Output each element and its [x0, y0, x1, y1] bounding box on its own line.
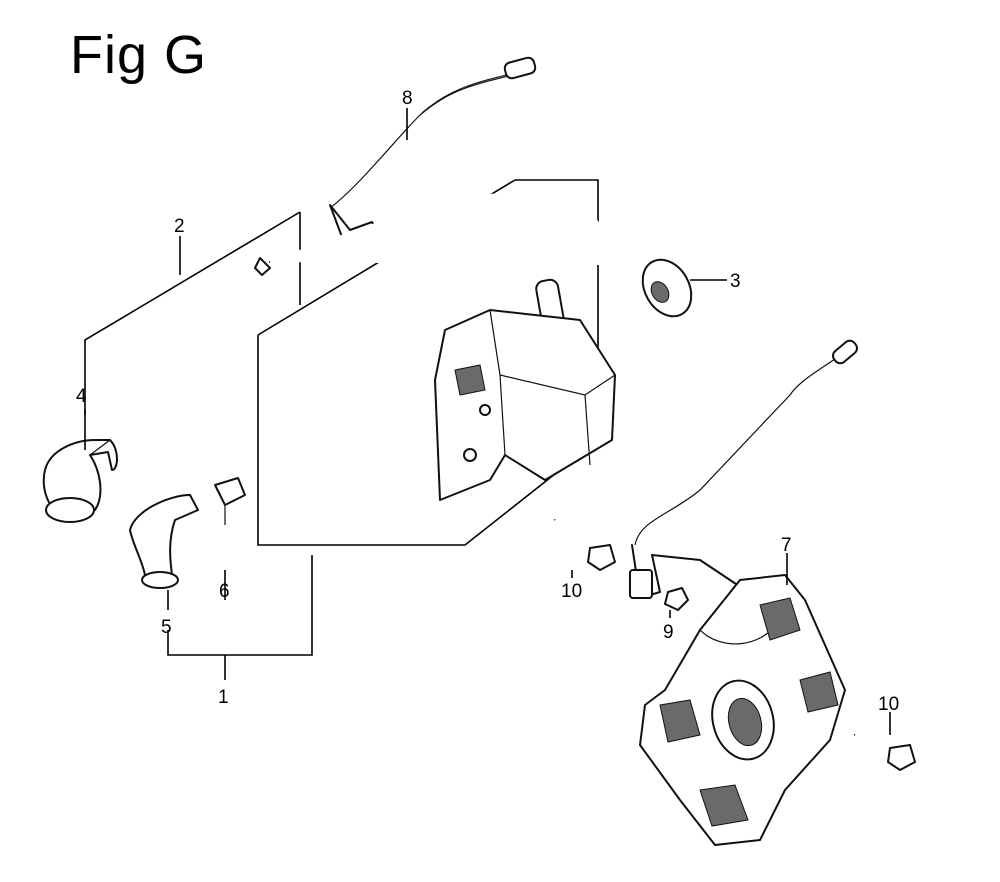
part-10-bolt-lower	[854, 712, 916, 771]
part-9-screw	[664, 587, 689, 618]
callout-10-lower: 10	[878, 694, 899, 715]
callout-5: 5	[161, 617, 172, 638]
figure-title: Fig G	[70, 25, 208, 85]
callout-6: 6	[219, 581, 230, 602]
callout-9: 9	[663, 622, 674, 643]
callout-2: 2	[174, 216, 185, 237]
callout-3: 3	[730, 271, 741, 292]
callout-7: 7	[781, 535, 792, 556]
callout-1: 1	[218, 687, 229, 708]
callout-8: 8	[402, 88, 413, 109]
callout-4: 4	[76, 386, 87, 407]
part-10-bolt-upper	[553, 518, 616, 578]
part-7-stator-plate	[639, 553, 846, 846]
part-3-grommet	[641, 258, 727, 318]
part-6-terminal	[214, 477, 246, 525]
part-5-boot	[129, 494, 199, 610]
group-bracket-2	[84, 211, 301, 415]
part-ignition-coil	[254, 192, 616, 501]
callout-10-upper: 10	[561, 581, 582, 602]
part-4-plug-cap	[42, 410, 118, 523]
part-pulser-wire	[629, 339, 859, 599]
